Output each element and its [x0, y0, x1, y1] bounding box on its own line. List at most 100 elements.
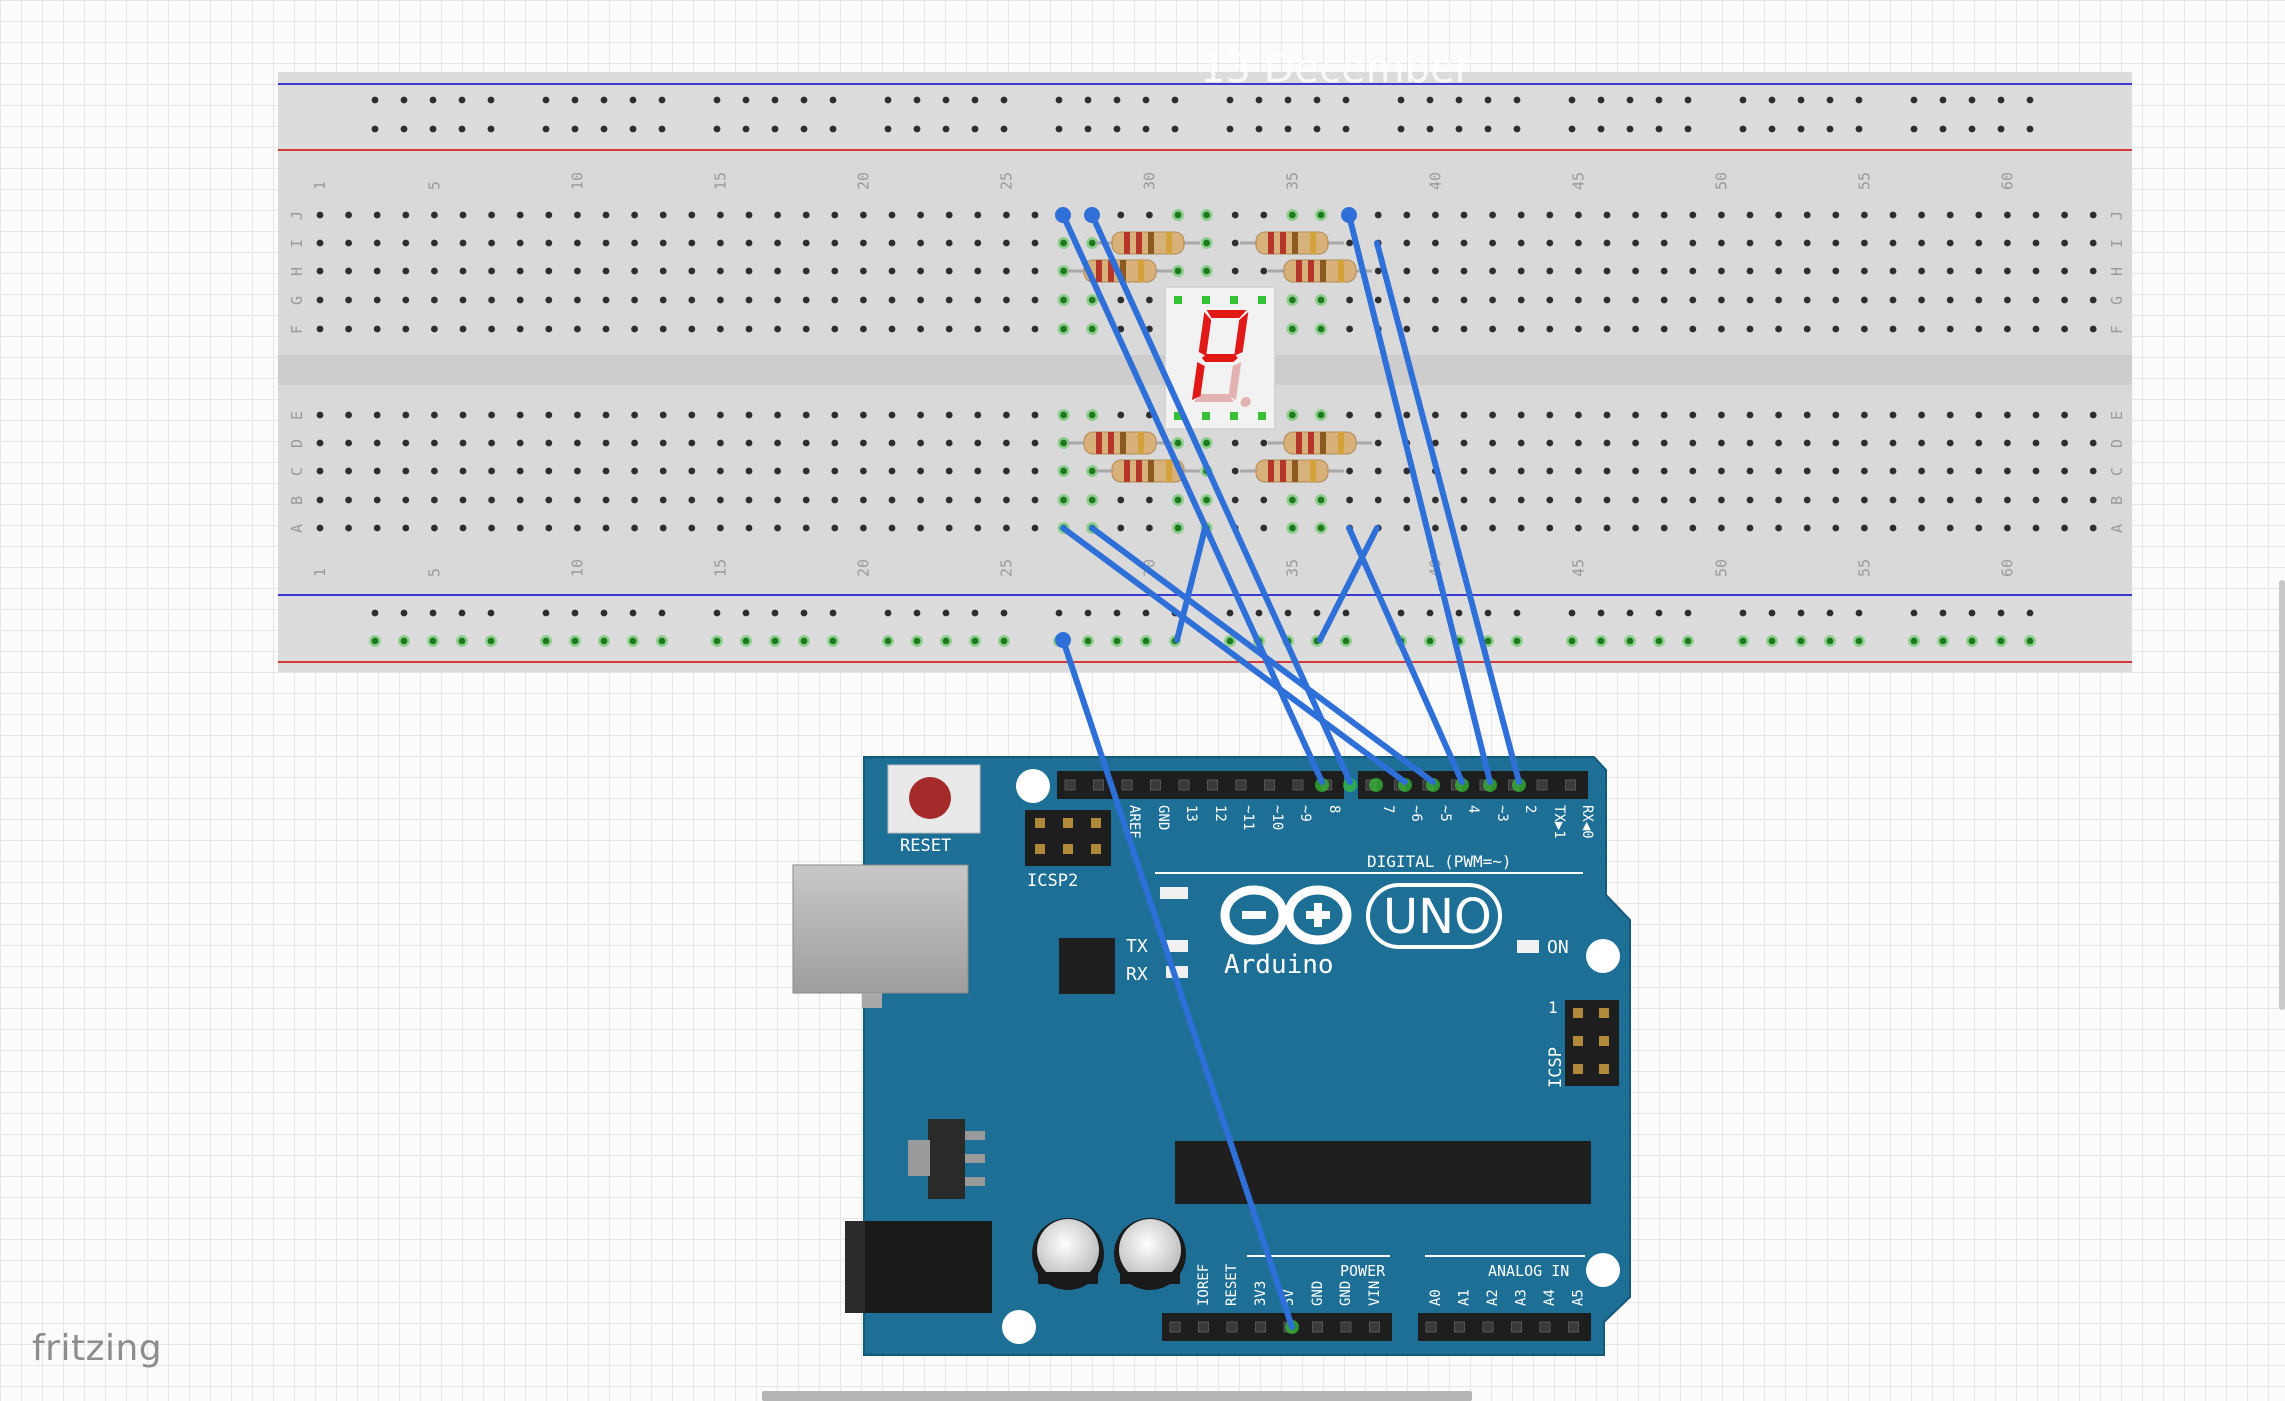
hole[interactable]	[942, 96, 950, 104]
hole[interactable]	[1889, 239, 1897, 247]
hole[interactable]	[459, 411, 467, 419]
hole[interactable]	[1432, 211, 1439, 219]
hole[interactable]	[1289, 496, 1296, 504]
hole[interactable]	[1226, 637, 1234, 645]
hole[interactable]	[745, 239, 753, 247]
hole[interactable]	[688, 239, 696, 247]
hole[interactable]	[1432, 524, 1439, 532]
hole[interactable]	[971, 637, 979, 645]
hole[interactable]	[373, 524, 381, 532]
hole[interactable]	[802, 325, 810, 333]
hole[interactable]	[516, 467, 524, 475]
hole[interactable]	[1568, 125, 1576, 133]
hole[interactable]	[631, 267, 638, 275]
hole[interactable]	[1203, 239, 1210, 247]
hole[interactable]	[1174, 524, 1182, 532]
hole[interactable]	[631, 211, 638, 219]
hole[interactable]	[1284, 125, 1292, 133]
hole[interactable]	[1000, 96, 1008, 104]
hole[interactable]	[2032, 296, 2040, 304]
hole[interactable]	[2004, 211, 2011, 219]
hole[interactable]	[884, 637, 892, 645]
hole[interactable]	[1432, 239, 1439, 247]
hole[interactable]	[1718, 496, 1725, 504]
hole[interactable]	[1426, 96, 1434, 104]
hole[interactable]	[1060, 439, 1067, 447]
hole[interactable]	[974, 296, 982, 304]
hole[interactable]	[1484, 96, 1492, 104]
hole[interactable]	[1289, 524, 1296, 532]
hole[interactable]	[1432, 439, 1439, 447]
hole[interactable]	[1968, 125, 1976, 133]
hole[interactable]	[458, 609, 466, 617]
hole[interactable]	[373, 496, 381, 504]
hole[interactable]	[1226, 125, 1234, 133]
hole[interactable]	[1460, 439, 1468, 447]
hole[interactable]	[1655, 125, 1663, 133]
hole[interactable]	[1689, 439, 1697, 447]
hole[interactable]	[431, 267, 438, 275]
hole[interactable]	[1346, 467, 1353, 475]
hole[interactable]	[1861, 467, 1868, 475]
hole[interactable]	[1403, 325, 1411, 333]
hole[interactable]	[488, 496, 495, 504]
hole[interactable]	[1174, 267, 1182, 275]
hole[interactable]	[802, 496, 810, 504]
hole[interactable]	[1746, 496, 1754, 504]
hole[interactable]	[345, 239, 352, 247]
hole[interactable]	[574, 325, 581, 333]
hole[interactable]	[1632, 439, 1639, 447]
hole[interactable]	[1626, 609, 1634, 617]
hole[interactable]	[2032, 267, 2040, 275]
hole[interactable]	[1660, 296, 1668, 304]
hole[interactable]	[1918, 411, 1925, 419]
hole[interactable]	[1632, 524, 1639, 532]
resistor[interactable]	[1240, 231, 1344, 255]
hole[interactable]	[1918, 296, 1925, 304]
hole[interactable]	[2004, 267, 2011, 275]
hole[interactable]	[917, 411, 924, 419]
hole[interactable]	[345, 411, 352, 419]
hole[interactable]	[316, 467, 324, 475]
hole[interactable]	[1861, 239, 1868, 247]
hole[interactable]	[1632, 496, 1639, 504]
hole[interactable]	[2061, 267, 2069, 275]
hole[interactable]	[1546, 296, 1554, 304]
hole[interactable]	[1718, 296, 1725, 304]
hole[interactable]	[1603, 211, 1611, 219]
hole[interactable]	[971, 96, 979, 104]
hole[interactable]	[1517, 439, 1525, 447]
hole[interactable]	[802, 267, 810, 275]
hole[interactable]	[658, 125, 666, 133]
hole[interactable]	[516, 211, 524, 219]
hole[interactable]	[2089, 524, 2097, 532]
hole[interactable]	[1603, 524, 1611, 532]
hole[interactable]	[1484, 609, 1492, 617]
hole[interactable]	[688, 296, 696, 304]
hole[interactable]	[1403, 411, 1411, 419]
hole[interactable]	[1484, 637, 1492, 645]
header-pin[interactable]	[1454, 1321, 1465, 1333]
hole[interactable]	[574, 296, 581, 304]
hole[interactable]	[431, 496, 438, 504]
hole[interactable]	[1313, 96, 1321, 104]
hole[interactable]	[1768, 125, 1776, 133]
hole[interactable]	[629, 96, 637, 104]
hole[interactable]	[1088, 296, 1096, 304]
hole[interactable]	[602, 411, 610, 419]
hole[interactable]	[1626, 637, 1634, 645]
hole[interactable]	[1684, 125, 1692, 133]
wire[interactable]	[1317, 525, 1380, 643]
hole[interactable]	[1031, 411, 1039, 419]
hole[interactable]	[1918, 467, 1925, 475]
hole[interactable]	[774, 296, 781, 304]
hole[interactable]	[688, 267, 696, 275]
hole[interactable]	[1861, 411, 1868, 419]
hole[interactable]	[1260, 439, 1268, 447]
wire[interactable]	[1060, 525, 1408, 785]
hole[interactable]	[659, 411, 667, 419]
hole[interactable]	[2061, 496, 2069, 504]
hole[interactable]	[1517, 267, 1525, 275]
hole[interactable]	[831, 467, 839, 475]
hole[interactable]	[888, 239, 896, 247]
